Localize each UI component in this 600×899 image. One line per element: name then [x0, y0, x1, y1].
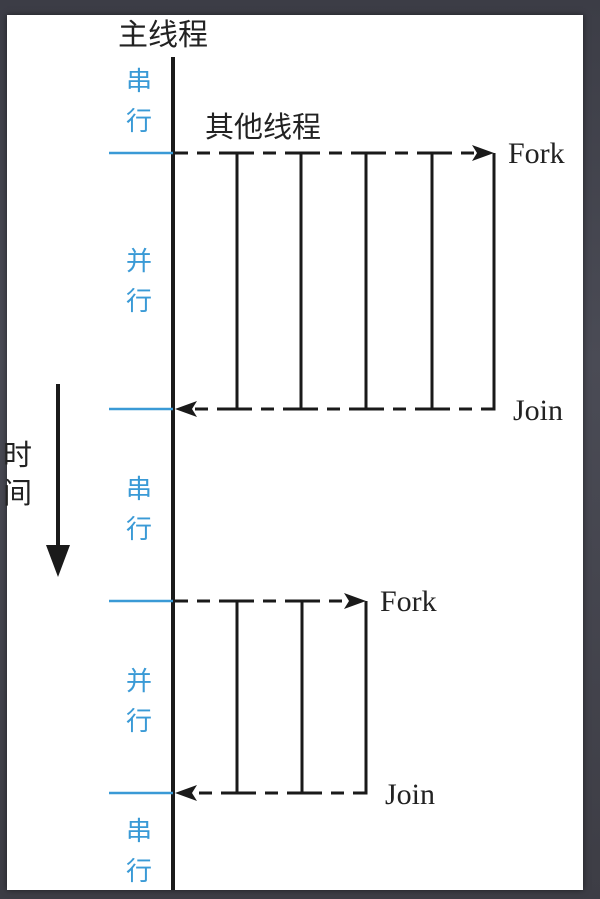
phase-label-parallel-2: 并: [126, 667, 152, 697]
join-label: Join: [385, 778, 435, 811]
fork-arrowhead-icon: [472, 145, 494, 161]
phase-label-serial-1: 串: [126, 67, 152, 97]
diagram-panel: [7, 15, 583, 890]
time-label-1: 时: [3, 438, 32, 472]
time-label-2: 间: [3, 476, 32, 510]
join-label: Join: [513, 394, 563, 427]
fork-arrowhead-icon: [344, 593, 366, 609]
other-threads-title: 其他线程: [205, 110, 321, 144]
join-arrowhead-icon: [175, 401, 197, 417]
fork-label: Fork: [508, 137, 565, 170]
phase-label-parallel-1: 行: [126, 287, 152, 317]
phase-label-serial-2: 行: [126, 515, 152, 545]
fork-label: Fork: [380, 585, 437, 618]
phase-label-serial-3: 行: [126, 857, 152, 887]
phase-label-parallel-2: 行: [126, 707, 152, 737]
join-arrowhead-icon: [175, 785, 197, 801]
phase-label-serial-2: 串: [126, 475, 152, 505]
main-thread-title: 主线程: [118, 18, 208, 53]
phase-label-serial-1: 行: [126, 107, 152, 137]
phase-label-serial-3: 串: [126, 817, 152, 847]
phase-label-parallel-1: 并: [126, 247, 152, 277]
phase-markers: [109, 151, 173, 795]
time-arrow-icon: [46, 384, 70, 577]
